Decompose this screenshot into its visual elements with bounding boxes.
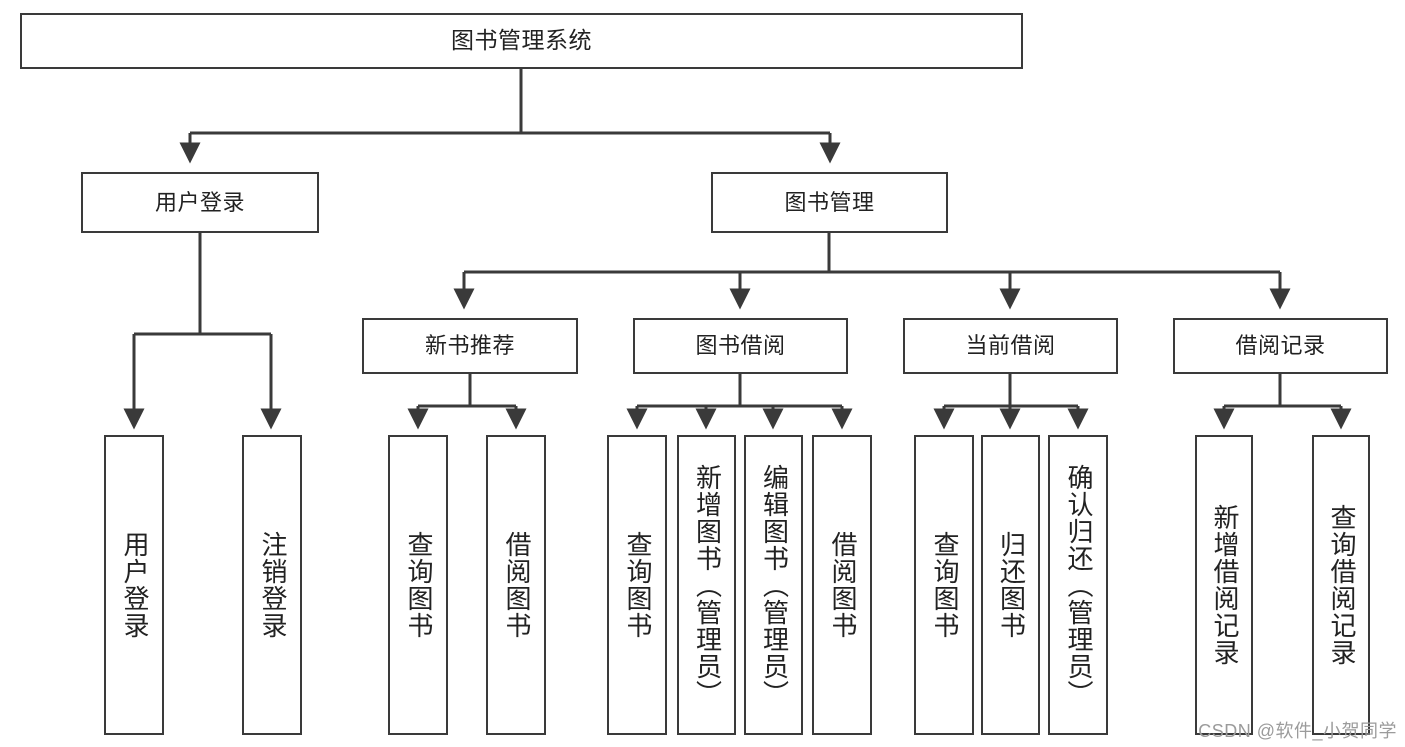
node-label: 查询借阅记录 [1326,504,1357,666]
node-label: 用户登录 [154,189,245,215]
node-label: 查询图书 [403,531,434,639]
node-label: 借阅记录 [1235,333,1326,359]
node-label: 当前借阅 [965,333,1056,359]
node-current-borrow[interactable]: 当前借阅 [903,318,1118,374]
node-new-book-recommend[interactable]: 新书推荐 [362,318,578,374]
leaf-borrow-book-1[interactable]: 借阅图书 [486,435,546,735]
node-label: 图书管理 [784,189,875,215]
node-label: 新增图书（管理员） [692,463,723,707]
leaf-add-book[interactable]: 新增图书（管理员） [677,435,736,735]
node-user-login[interactable]: 用户登录 [81,172,319,233]
node-label: 编辑图书（管理员） [759,463,790,707]
node-label: 查询图书 [929,531,960,639]
node-label: 归还图书 [996,531,1027,639]
node-label: 确认归还（管理员） [1063,463,1094,707]
node-label: 借阅图书 [827,531,858,639]
node-label: 用户登录 [119,531,150,639]
node-label: 查询图书 [622,531,653,639]
leaf-query-book-1[interactable]: 查询图书 [388,435,448,735]
node-root-book-management-system[interactable]: 图书管理系统 [20,13,1023,69]
leaf-query-record[interactable]: 查询借阅记录 [1312,435,1370,735]
node-borrow-record[interactable]: 借阅记录 [1173,318,1388,374]
leaf-edit-book[interactable]: 编辑图书（管理员） [744,435,803,735]
leaf-user-login[interactable]: 用户登录 [104,435,164,735]
leaf-return-book[interactable]: 归还图书 [981,435,1040,735]
node-label: 注销登录 [257,531,288,639]
node-label: 图书管理系统 [451,27,592,54]
node-label: 新书推荐 [424,333,515,359]
node-label: 新增借阅记录 [1209,504,1240,666]
leaf-query-book-3[interactable]: 查询图书 [914,435,974,735]
node-label: 图书借阅 [695,333,786,359]
node-book-management[interactable]: 图书管理 [711,172,948,233]
leaf-add-record[interactable]: 新增借阅记录 [1195,435,1253,735]
leaf-confirm-return[interactable]: 确认归还（管理员） [1048,435,1108,735]
leaf-borrow-book-2[interactable]: 借阅图书 [812,435,872,735]
node-book-borrow[interactable]: 图书借阅 [633,318,848,374]
leaf-user-logout[interactable]: 注销登录 [242,435,302,735]
node-label: 借阅图书 [501,531,532,639]
leaf-query-book-2[interactable]: 查询图书 [607,435,667,735]
